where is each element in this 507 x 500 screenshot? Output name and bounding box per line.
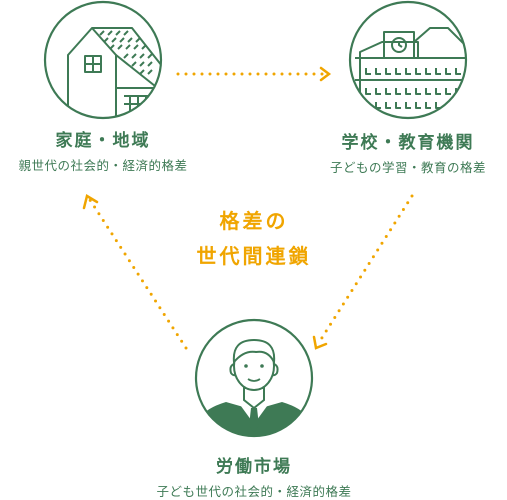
- labor-subtitle: 子ども世代の社会的・経済的格差: [156, 484, 352, 499]
- center-label-line2: 世代間連鎖: [196, 244, 312, 268]
- worker-icon: [194, 318, 314, 438]
- family-subtitle: 親世代の社会的・経済的格差: [18, 158, 188, 173]
- arrow-labor-to-family: [82, 194, 188, 350]
- school-subtitle: 子どもの学習・教育の格差: [329, 160, 486, 175]
- school-building-icon: [348, 0, 468, 120]
- house-icon: [43, 0, 163, 120]
- arrow-school-to-labor: [312, 194, 414, 350]
- school-title: 学校・教育機関: [341, 133, 475, 153]
- labor-title: 労働市場: [216, 457, 292, 477]
- center-label-line1: 格差の: [219, 209, 289, 233]
- arrow-family-to-school: [176, 66, 332, 82]
- family-title: 家庭・地域: [55, 131, 151, 151]
